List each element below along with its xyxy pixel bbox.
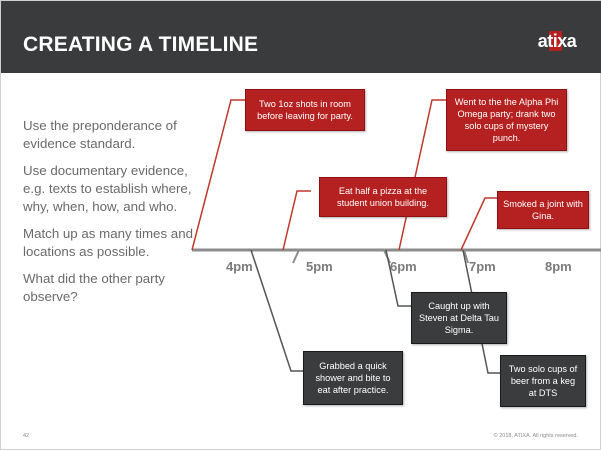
hour-label-7pm: 7pm: [469, 259, 496, 274]
copyright: © 2018, ATIXA. All rights reserved.: [493, 433, 578, 439]
event-below: Caught up with Steven at Delta Tau Sigma…: [411, 292, 507, 344]
hour-label-6pm: 6pm: [390, 259, 417, 274]
hour-label-4pm: 4pm: [226, 259, 253, 274]
event-above: Eat half a pizza at the student union bu…: [319, 177, 447, 217]
bullet-item: Use documentary evidence, e.g. texts to …: [23, 163, 192, 214]
bullet-item: Match up as many times and locations as …: [23, 226, 193, 259]
bullet-item: What did the other party observe?: [23, 271, 165, 304]
bullet-list: Use the preponderance of evidence standa…: [23, 117, 203, 315]
page-number: 42: [23, 433, 30, 439]
connector-above: [282, 190, 311, 251]
connector-above: [460, 197, 497, 251]
hour-label-5pm: 5pm: [306, 259, 333, 274]
connector-below: [385, 249, 411, 307]
connector-above: [398, 99, 446, 251]
title-bar: CREATING A TIMELINE atixa: [1, 1, 601, 73]
hour-label-8pm: 8pm: [545, 259, 572, 274]
event-below: Grabbed a quick shower and bite to eat a…: [303, 351, 403, 405]
hour-tick: [292, 249, 300, 264]
connector-above: [191, 99, 245, 251]
slide-title: CREATING A TIMELINE: [23, 33, 259, 56]
event-above: Went to the the Alpha Phi Omega party; d…: [446, 89, 567, 151]
atixa-logo: atixa: [527, 28, 587, 54]
event-above: Two 1oz shots in room before leaving for…: [245, 89, 365, 131]
event-above: Smoked a joint with Gina.: [497, 191, 589, 229]
connector-below: [250, 249, 303, 372]
atixa-logo-mark: [549, 31, 562, 51]
event-below: Two solo cups of beer from a keg at DTS: [500, 355, 586, 407]
bullet-item: Use the preponderance of evidence standa…: [23, 118, 177, 151]
connector-below: [462, 249, 500, 374]
logo-text: atixa: [537, 31, 577, 51]
hour-tick: [463, 249, 469, 264]
